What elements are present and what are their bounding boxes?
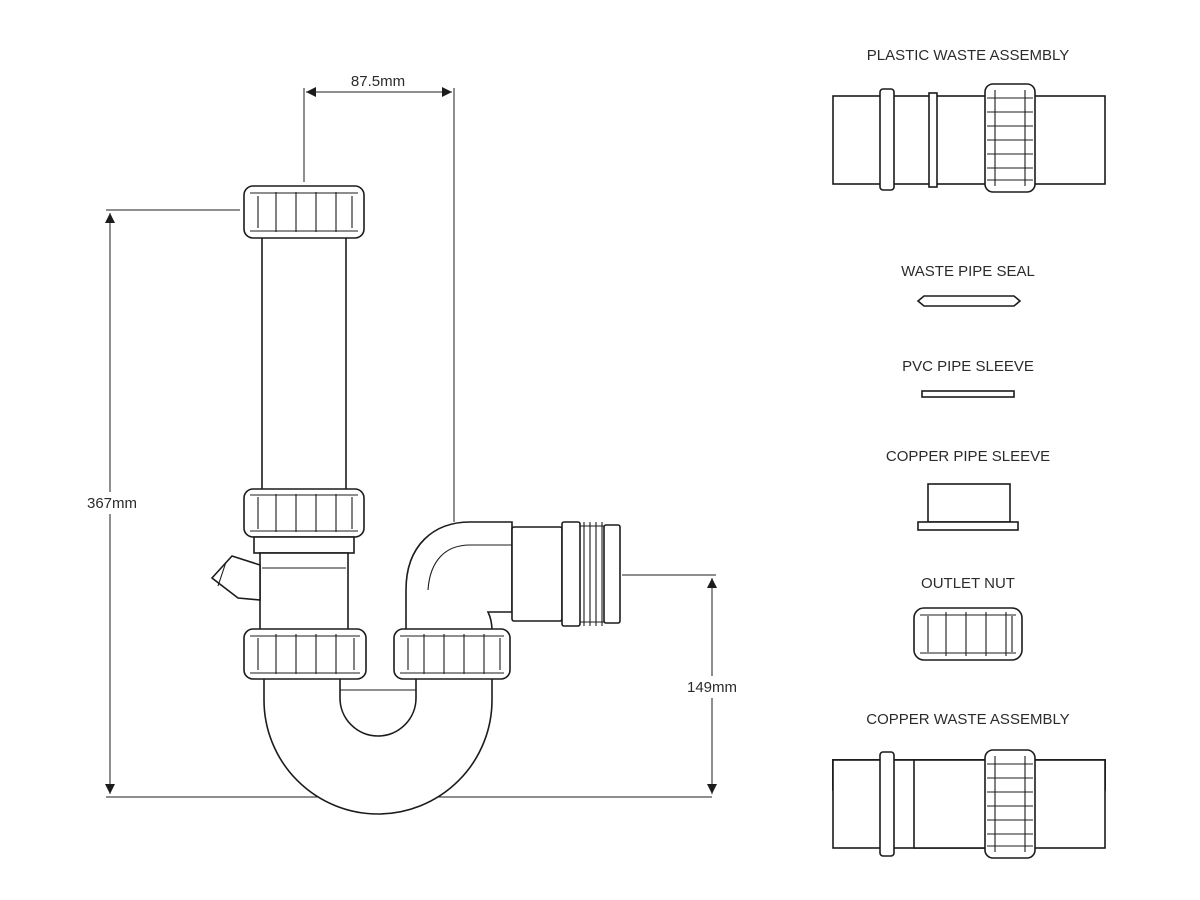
- part-copper-pipe-sleeve: COPPER PIPE SLEEVE: [886, 448, 1050, 531]
- part-label: PLASTIC WASTE ASSEMBLY: [867, 47, 1070, 64]
- dimension-height: 367mm: [80, 209, 712, 798]
- height-dimension-label: 367mm: [87, 495, 137, 512]
- outlet-dimension-label: 149mm: [687, 679, 737, 696]
- side-spigot: [210, 555, 261, 601]
- u-bend: [263, 671, 493, 815]
- dimension-width: 87.5mm: [303, 73, 455, 522]
- bottom-right-nut: [393, 628, 511, 680]
- part-waste-pipe-seal: WASTE PIPE SEAL: [901, 263, 1035, 307]
- width-dimension-label: 87.5mm: [351, 73, 405, 90]
- tail-pipe: [261, 235, 347, 495]
- part-plastic-waste-assembly: PLASTIC WASTE ASSEMBLY: [832, 47, 1106, 193]
- dimension-outlet: 149mm: [622, 574, 746, 794]
- part-pvc-pipe-sleeve: PVC PIPE SLEEVE: [902, 358, 1034, 398]
- middle-nut: [243, 488, 365, 538]
- bottle-trap-drawing: [210, 185, 621, 815]
- bottom-left-nut: [243, 628, 367, 680]
- part-label: COPPER PIPE SLEEVE: [886, 448, 1050, 465]
- part-label: WASTE PIPE SEAL: [901, 263, 1035, 280]
- part-nut: [984, 749, 1036, 859]
- part-label: COPPER WASTE ASSEMBLY: [866, 711, 1069, 728]
- part-outlet-nut: OUTLET NUT: [913, 575, 1023, 661]
- part-label: PVC PIPE SLEEVE: [902, 358, 1034, 375]
- trap-body: [259, 552, 349, 632]
- collar: [253, 536, 355, 554]
- part-label: OUTLET NUT: [921, 575, 1015, 592]
- part-copper-waste-assembly: COPPER WASTE ASSEMBLY: [832, 711, 1106, 859]
- part-nut: [984, 83, 1036, 193]
- elbow-outlet: [405, 521, 621, 632]
- top-nut: [243, 185, 365, 239]
